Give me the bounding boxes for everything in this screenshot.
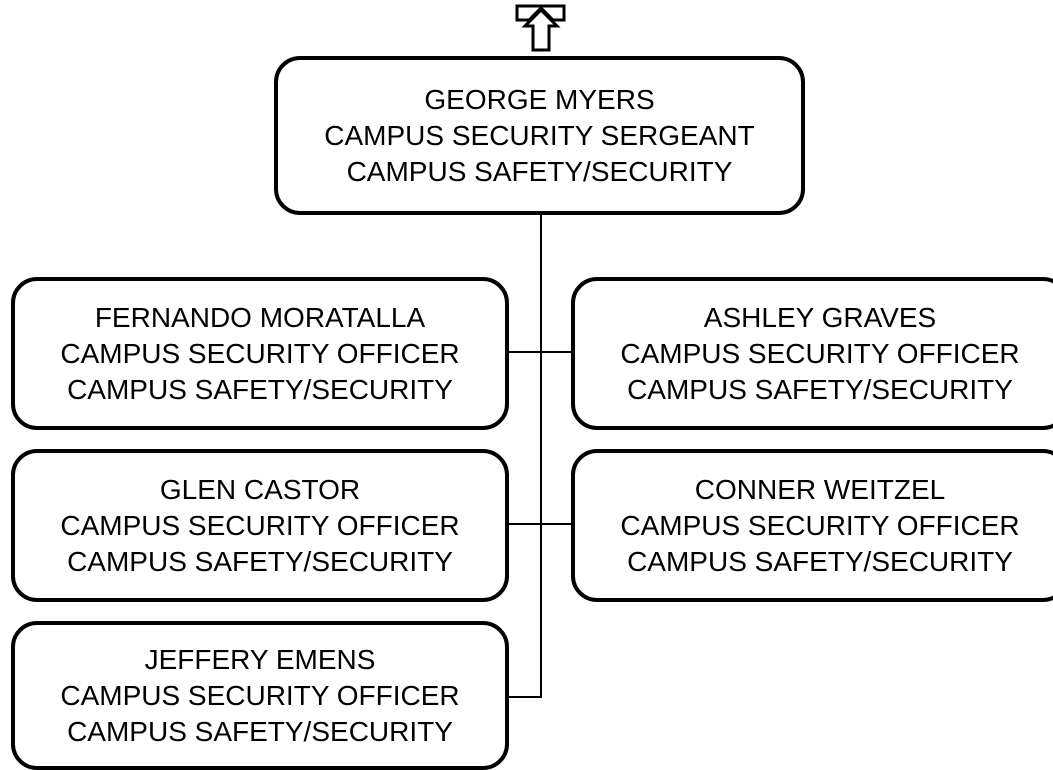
- org-box-report[interactable]: GLEN CASTOR CAMPUS SECURITY OFFICER CAMP…: [11, 449, 509, 602]
- person-title: CAMPUS SECURITY OFFICER: [620, 509, 1020, 541]
- person-name: ASHLEY GRAVES: [703, 301, 937, 333]
- person-title: CAMPUS SECURITY SERGEANT: [324, 119, 755, 151]
- org-box-report[interactable]: CONNER WEITZEL CAMPUS SECURITY OFFICER C…: [571, 449, 1053, 602]
- person-name: JEFFERY EMENS: [144, 643, 376, 675]
- person-department: CAMPUS SAFETY/SECURITY: [67, 715, 453, 747]
- person-department: CAMPUS SAFETY/SECURITY: [67, 373, 453, 405]
- person-department: CAMPUS SAFETY/SECURITY: [346, 155, 733, 187]
- up-arrow-icon[interactable]: [515, 4, 566, 52]
- person-title: CAMPUS SECURITY OFFICER: [60, 679, 460, 711]
- person-title: CAMPUS SECURITY OFFICER: [60, 337, 460, 369]
- org-box-head[interactable]: GEORGE MYERS CAMPUS SECURITY SERGEANT CA…: [274, 56, 805, 215]
- person-title: CAMPUS SECURITY OFFICER: [60, 509, 460, 541]
- person-name: GLEN CASTOR: [159, 473, 361, 505]
- org-box-report[interactable]: ASHLEY GRAVES CAMPUS SECURITY OFFICER CA…: [571, 277, 1053, 430]
- person-department: CAMPUS SAFETY/SECURITY: [627, 373, 1013, 405]
- person-name: FERNANDO MORATALLA: [94, 301, 426, 333]
- person-title: CAMPUS SECURITY OFFICER: [620, 337, 1020, 369]
- org-box-report[interactable]: JEFFERY EMENS CAMPUS SECURITY OFFICER CA…: [11, 621, 509, 770]
- org-box-report[interactable]: FERNANDO MORATALLA CAMPUS SECURITY OFFIC…: [11, 277, 509, 430]
- person-name: GEORGE MYERS: [424, 83, 655, 115]
- person-name: CONNER WEITZEL: [694, 473, 946, 505]
- person-department: CAMPUS SAFETY/SECURITY: [627, 545, 1013, 577]
- person-department: CAMPUS SAFETY/SECURITY: [67, 545, 453, 577]
